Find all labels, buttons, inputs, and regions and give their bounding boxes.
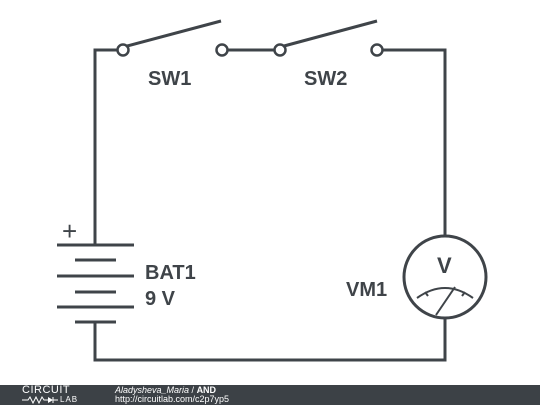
sw2-pin-right xyxy=(370,43,384,57)
author-name[interactable]: Aladysheva_Maria xyxy=(115,385,190,395)
circuit-title[interactable]: AND xyxy=(196,385,217,395)
circuit-schematic: + V SW1 SW2 BAT1 9 V VM1 xyxy=(57,19,488,362)
logo-text-lab: LAB xyxy=(60,395,79,404)
credit-separator: / xyxy=(189,385,197,395)
sw1-pin-right xyxy=(215,43,229,57)
sw2-lever xyxy=(283,19,378,48)
sw1-lever xyxy=(126,19,222,48)
wire-right xyxy=(382,48,447,236)
voltmeter-vm1: V xyxy=(402,234,488,320)
circuitlab-logo[interactable]: CIRCUIT LAB xyxy=(22,385,92,405)
credit-line: Aladysheva_Maria / AND xyxy=(115,386,216,395)
resistor-diode-icon xyxy=(22,396,58,404)
voltmeter-tick-left xyxy=(424,291,429,297)
sw2-pin-left xyxy=(273,43,287,57)
voltmeter-scale-arc xyxy=(416,287,474,299)
circuit-url-link[interactable]: http://circuitlab.com/c2p7yp5 xyxy=(115,394,230,404)
logo-text-circuit: CIRCUIT xyxy=(22,384,71,396)
wire-left-top xyxy=(93,48,118,245)
switch-sw2 xyxy=(273,19,384,57)
footer-bar: CIRCUIT LAB Aladysheva_Maria / AND http:… xyxy=(0,385,540,405)
sw1-label: SW1 xyxy=(148,68,191,90)
sw2-label: SW2 xyxy=(304,68,347,90)
battery-label: BAT1 xyxy=(145,262,196,284)
battery-bat1: + xyxy=(57,216,134,324)
voltmeter-symbol: V xyxy=(437,253,452,278)
battery-polarity-plus: + xyxy=(62,216,77,246)
voltmeter-needle xyxy=(435,286,456,316)
voltmeter-body xyxy=(402,234,488,320)
voltmeter-tick-right xyxy=(461,291,466,297)
battery-value: 9 V xyxy=(145,288,176,310)
wires xyxy=(93,48,447,362)
switch-sw1 xyxy=(116,19,229,57)
sw1-pin-left xyxy=(116,43,130,57)
wire-bottom xyxy=(93,318,447,362)
voltmeter-label: VM1 xyxy=(346,279,387,301)
